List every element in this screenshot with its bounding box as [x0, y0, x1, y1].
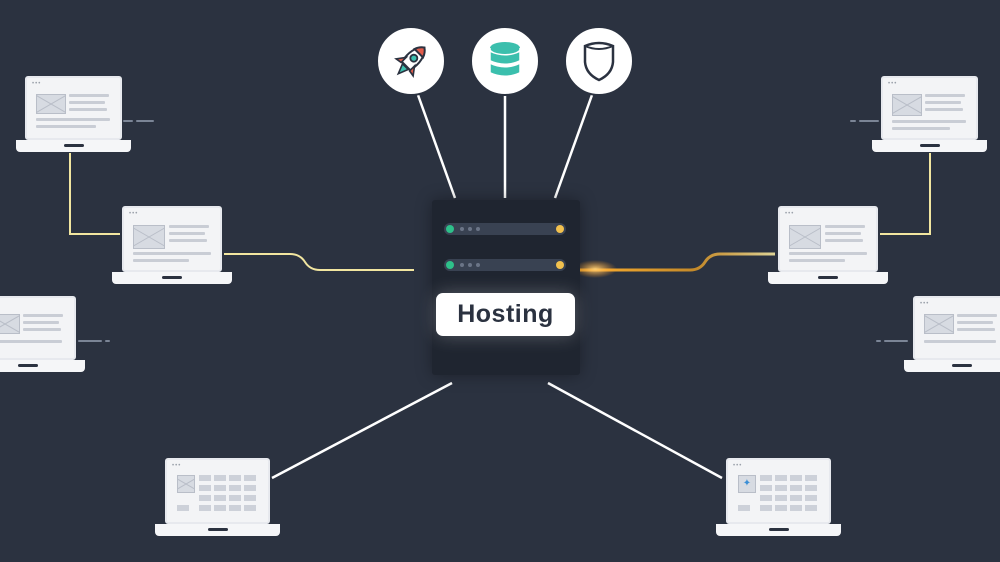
database-icon-circle	[470, 26, 540, 96]
laptop-top-left: •••	[16, 76, 131, 154]
laptop-lower-right: •••	[904, 296, 1000, 374]
link-rocket	[416, 94, 457, 199]
glow-spot	[573, 260, 617, 278]
link-laptop-top-right	[880, 153, 931, 235]
hosting-label-box: Hosting	[436, 293, 575, 336]
laptop-lower-left: •••	[0, 296, 85, 374]
status-led-green	[446, 225, 454, 233]
server-slot-2	[444, 259, 566, 271]
status-led-yellow	[556, 225, 564, 233]
dash-top-left	[123, 120, 133, 122]
laptop-middle-left: •••	[112, 206, 232, 286]
laptop-middle-right: •••	[768, 206, 888, 286]
link-server-left	[224, 253, 414, 271]
database-icon	[489, 42, 521, 79]
dash-top-right	[859, 120, 879, 122]
dash-top-right	[850, 120, 856, 122]
hosting-label: Hosting	[457, 300, 554, 328]
laptop-bottom-left: •••	[155, 458, 280, 538]
shield-icon	[583, 41, 615, 82]
dash-lower-left	[105, 340, 110, 342]
status-led-yellow	[556, 261, 564, 269]
link-server-right	[580, 252, 775, 272]
dash-top-left	[136, 120, 154, 122]
dash-lower-right	[876, 340, 881, 342]
hosting-server: Hosting	[432, 200, 580, 375]
shield-icon-circle	[564, 26, 634, 96]
laptop-top-right: •••	[872, 76, 987, 154]
rocket-icon-circle	[376, 26, 446, 96]
link-laptop-top-left	[69, 153, 120, 235]
rocket-icon	[394, 46, 426, 78]
laptop-bottom-right: ••• ✦	[716, 458, 841, 538]
dash-lower-left	[78, 340, 102, 342]
server-slot-1	[444, 223, 566, 235]
bird-icon: ✦	[738, 475, 756, 493]
dash-lower-right	[884, 340, 908, 342]
link-laptop-bottom-right	[547, 381, 723, 480]
status-led-green	[446, 261, 454, 269]
link-laptop-bottom-left	[271, 381, 453, 480]
link-shield	[553, 94, 594, 199]
